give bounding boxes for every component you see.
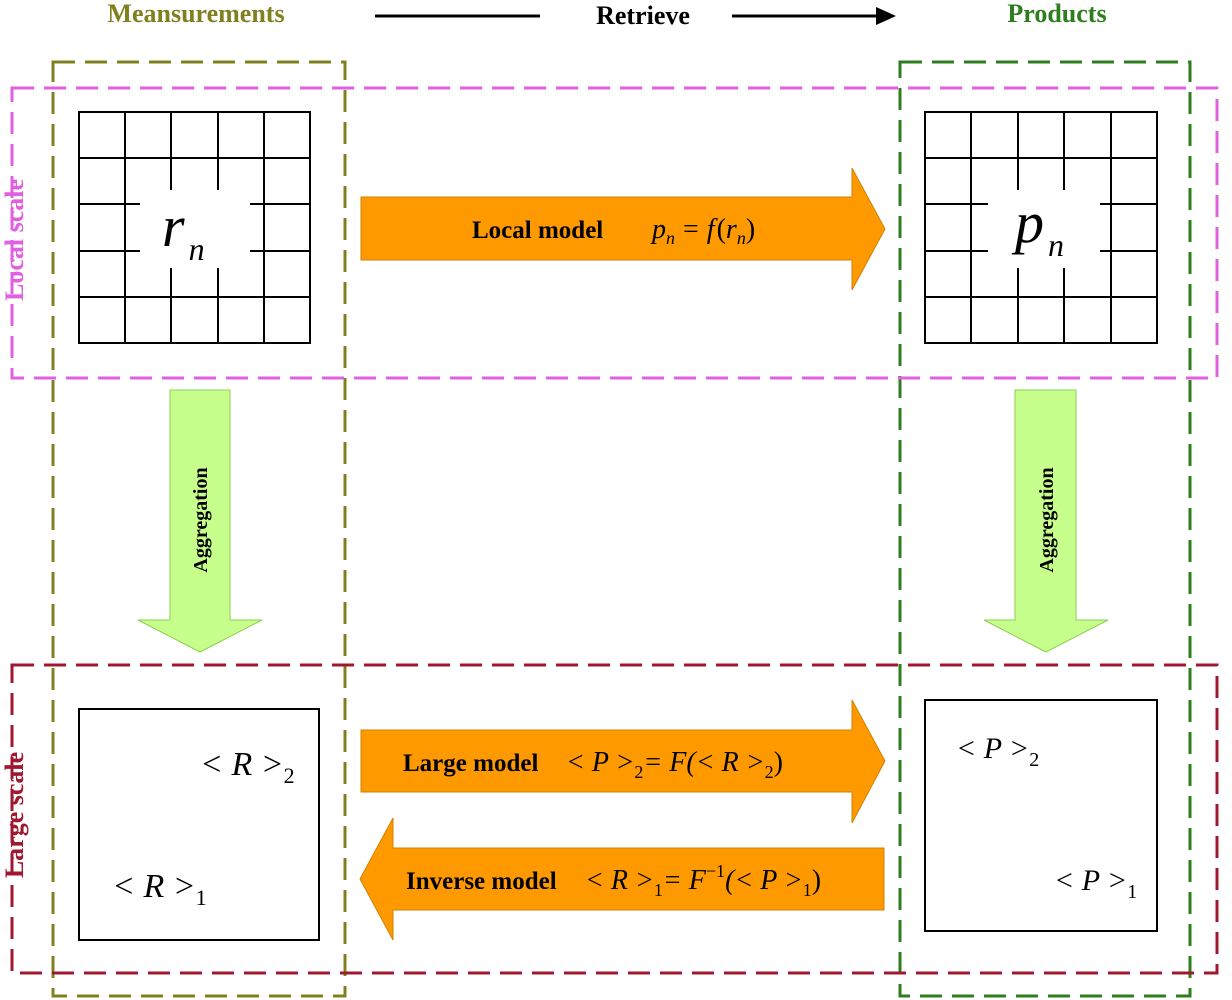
box-right-top: < P > bbox=[956, 732, 1029, 765]
large-model-arrow: Large model < P >2= F(< R >2) bbox=[360, 699, 886, 824]
measurements-region bbox=[51, 60, 347, 998]
local-eq-lhs: p bbox=[650, 214, 666, 245]
local-model-arrow: Local model pn=f(rn) bbox=[360, 167, 886, 291]
svg-text:rn: rn bbox=[162, 194, 205, 267]
aggregation-arrow-right: Aggregation bbox=[983, 389, 1109, 653]
measurement-aggregate-box: < R >2 < R >1 bbox=[78, 708, 320, 941]
box-left-top-sub: 2 bbox=[284, 763, 295, 788]
inverse-eq-sub2: 1 bbox=[803, 880, 812, 900]
large-eq-sub1: 2 bbox=[634, 762, 643, 782]
local-eq-open: ( bbox=[717, 214, 726, 245]
box-left-bottom: < R > bbox=[112, 868, 196, 905]
measurements-header: Meansurements bbox=[107, 0, 284, 28]
svg-text:pn: pn bbox=[1011, 190, 1064, 263]
large-eq-sub2: 2 bbox=[765, 762, 774, 782]
aggregation-left-label: Aggregation bbox=[190, 467, 212, 572]
grid-left-var: r bbox=[162, 194, 185, 259]
inverse-model-arrow: Inverse model < R >1= F−1(< P >1) bbox=[359, 817, 885, 941]
inverse-eq-close: ) bbox=[812, 865, 821, 896]
local-eq-close: ) bbox=[746, 214, 755, 245]
local-eq-arg: r bbox=[726, 214, 737, 245]
svg-text:< P >2= F(< R >2): < P >2= F(< R >2) bbox=[566, 747, 783, 782]
products-header: Products bbox=[1007, 0, 1106, 28]
box-left-top: < R > bbox=[200, 746, 284, 783]
large-eq-lhs: < P > bbox=[566, 747, 634, 778]
retrieve-header: Retrieve bbox=[596, 1, 690, 30]
svg-text:< P >1: < P >1 bbox=[1054, 864, 1137, 903]
inverse-eq-sup: −1 bbox=[706, 861, 725, 881]
local-eq-arg-sub: n bbox=[737, 228, 746, 248]
box-left-bottom-sub: 1 bbox=[196, 885, 207, 910]
inverse-eq-mid2: (< P > bbox=[725, 865, 803, 896]
inverse-model-label: Inverse model bbox=[406, 868, 557, 895]
svg-text:< P >2: < P >2 bbox=[956, 732, 1039, 771]
local-eq-func: f bbox=[707, 214, 718, 245]
svg-text:pn=f(rn): pn=f(rn) bbox=[650, 214, 755, 248]
box-right-bottom: < P > bbox=[1054, 864, 1127, 897]
svg-text:< R >2: < R >2 bbox=[200, 746, 295, 788]
box-right-top-sub: 2 bbox=[1029, 749, 1039, 771]
large-scale-region bbox=[10, 663, 1219, 975]
svg-text:< R >1: < R >1 bbox=[112, 868, 207, 910]
grid-right-sub: n bbox=[1048, 227, 1064, 263]
aggregation-right-label: Aggregation bbox=[1036, 467, 1058, 572]
inverse-eq-lhs: < R > bbox=[585, 865, 654, 896]
inverse-eq-sub1: 1 bbox=[654, 880, 663, 900]
aggregation-arrow-left: Aggregation bbox=[137, 389, 263, 653]
svg-text:< R >1= F−1(< P >1): < R >1= F−1(< P >1) bbox=[585, 861, 821, 900]
local-eq-equals: = bbox=[683, 214, 699, 245]
local-model-label: Local model bbox=[472, 217, 603, 244]
local-eq-lhs-sub: n bbox=[666, 228, 675, 248]
large-scale-label: Large scale bbox=[0, 752, 29, 878]
retrieve-arrowhead-icon bbox=[876, 7, 896, 25]
grid-left-sub: n bbox=[189, 231, 205, 267]
product-aggregate-box: < P >2 < P >1 bbox=[924, 699, 1158, 932]
inverse-eq-mid: = F bbox=[663, 865, 707, 896]
local-scale-label: Local scale bbox=[0, 179, 29, 301]
large-model-label: Large model bbox=[403, 750, 538, 777]
large-eq-mid: = F(< R > bbox=[643, 747, 764, 778]
products-region bbox=[898, 60, 1192, 998]
grid-right-var: p bbox=[1011, 190, 1044, 255]
box-right-bottom-sub: 1 bbox=[1127, 881, 1137, 903]
large-eq-close: ) bbox=[774, 747, 783, 778]
local-scale-region bbox=[10, 86, 1219, 380]
